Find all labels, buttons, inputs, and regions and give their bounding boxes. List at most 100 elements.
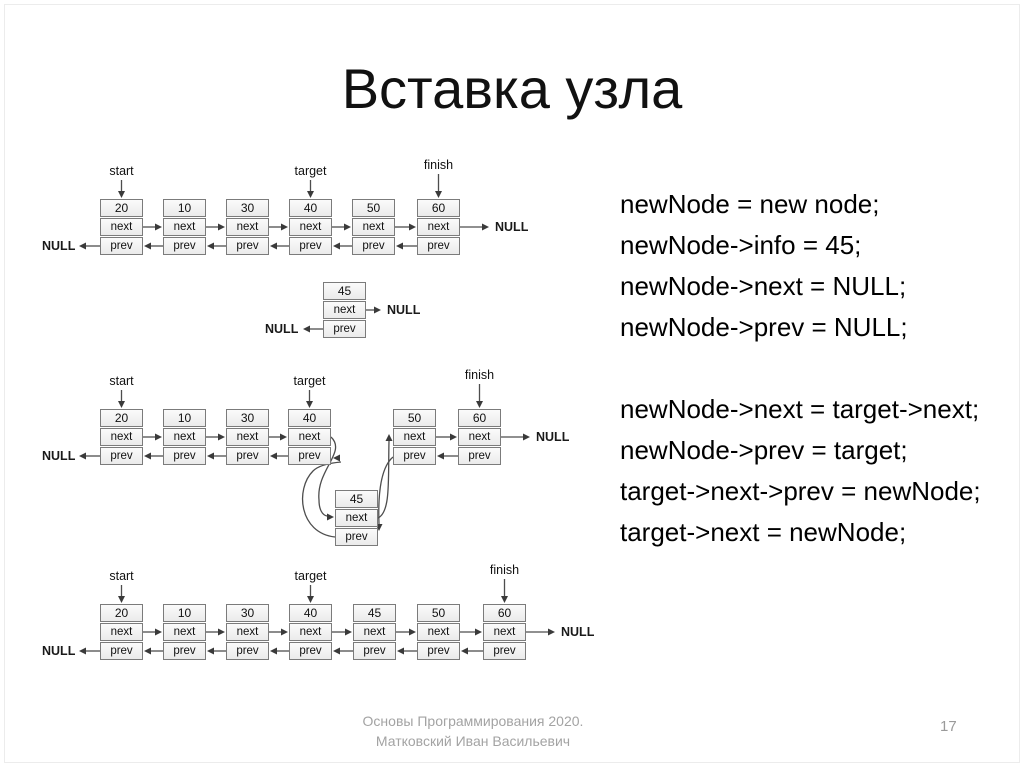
arrowhead-icon xyxy=(435,191,442,198)
node-prev-cell: prev xyxy=(163,447,206,465)
node-next-cell: next xyxy=(163,428,206,446)
node-prev-cell: prev xyxy=(163,642,206,660)
node-next-cell: next xyxy=(163,623,206,641)
arrowhead-icon xyxy=(437,452,444,460)
node-next-cell: next xyxy=(335,509,378,527)
pointer-curve xyxy=(377,440,390,519)
node-value-cell: 50 xyxy=(417,604,460,622)
node-next-cell: next xyxy=(226,623,269,641)
node-prev-cell: prev xyxy=(289,237,332,255)
node-next-cell: next xyxy=(289,218,332,236)
node-value-cell: 20 xyxy=(100,199,143,217)
footer-line-1: Основы Программирования 2020. xyxy=(362,713,584,729)
footer: Основы Программирования 2020. Матковский… xyxy=(323,711,623,751)
code-block-1: newNode = new node;newNode->info = 45;ne… xyxy=(620,184,908,348)
code-line: newNode->next = target->next; xyxy=(620,394,980,424)
code-line: newNode->next = NULL; xyxy=(620,271,907,301)
arrowhead-icon xyxy=(409,628,416,636)
node-value-cell: 50 xyxy=(393,409,436,427)
node-prev-cell: prev xyxy=(100,237,143,255)
node-prev-cell: prev xyxy=(417,642,460,660)
node-next-cell: next xyxy=(226,218,269,236)
node-value-cell: 30 xyxy=(226,604,269,622)
arrowhead-icon xyxy=(482,223,489,231)
arrowhead-icon xyxy=(270,242,277,250)
node-prev-cell: prev xyxy=(458,447,501,465)
arrowhead-icon xyxy=(280,433,287,441)
node-next-cell: next xyxy=(323,301,366,319)
arrowhead-icon xyxy=(409,223,416,231)
page-number: 17 xyxy=(940,718,957,735)
pointer-label-finish: finish xyxy=(423,158,454,172)
arrowhead-icon xyxy=(327,513,334,521)
node-prev-cell: prev xyxy=(353,642,396,660)
node-prev-cell: prev xyxy=(100,447,143,465)
arrowhead-icon xyxy=(475,628,482,636)
node-value-cell: 40 xyxy=(289,604,332,622)
pointer-label-start: start xyxy=(109,164,134,178)
node-value-cell: 20 xyxy=(100,409,143,427)
null-label: NULL xyxy=(387,303,421,317)
arrowhead-icon xyxy=(307,596,314,603)
arrowhead-icon xyxy=(396,242,403,250)
pointer-curve xyxy=(378,456,394,525)
node-next-cell: next xyxy=(458,428,501,446)
node-next-cell: next xyxy=(100,623,143,641)
node-value-cell: 30 xyxy=(226,199,269,217)
arrowhead-icon xyxy=(523,433,530,441)
pointer-label-finish: finish xyxy=(489,563,520,577)
arrowhead-icon xyxy=(155,223,162,231)
null-label: NULL xyxy=(265,322,299,336)
node-prev-cell: prev xyxy=(323,320,366,338)
node-value-cell: 40 xyxy=(288,409,331,427)
node-next-cell: next xyxy=(289,623,332,641)
arrowhead-icon xyxy=(144,452,151,460)
pointer-curve xyxy=(318,436,337,517)
arrowhead-icon xyxy=(450,433,457,441)
node-next-cell: next xyxy=(353,623,396,641)
arrowhead-icon xyxy=(397,647,404,655)
arrowhead-icon xyxy=(548,628,555,636)
arrowhead-icon xyxy=(281,628,288,636)
arrowhead-icon xyxy=(281,223,288,231)
arrowhead-icon xyxy=(79,242,86,250)
arrowhead-icon xyxy=(476,401,483,408)
node-next-cell: next xyxy=(226,428,269,446)
node-prev-cell: prev xyxy=(483,642,526,660)
code-line: newNode->prev = NULL; xyxy=(620,312,908,342)
slide-title: Вставка узла xyxy=(341,57,683,120)
node-value-cell: 50 xyxy=(352,199,395,217)
node-prev-cell: prev xyxy=(226,447,269,465)
pointer-label-start: start xyxy=(109,569,134,583)
pointer-label-target: target xyxy=(293,374,326,388)
null-label: NULL xyxy=(42,449,76,463)
node-next-cell: next xyxy=(417,623,460,641)
node-prev-cell: prev xyxy=(163,237,206,255)
arrowhead-icon xyxy=(79,452,86,460)
arrowhead-icon xyxy=(270,452,277,460)
code-line: newNode->prev = target; xyxy=(620,435,908,465)
arrowhead-icon xyxy=(307,191,314,198)
node-value-cell: 45 xyxy=(323,282,366,300)
arrowhead-icon xyxy=(155,433,162,441)
arrowhead-icon xyxy=(333,454,340,462)
arrowhead-icon xyxy=(461,647,468,655)
node-prev-cell: prev xyxy=(352,237,395,255)
node-prev-cell: prev xyxy=(226,642,269,660)
code-line: target->next->prev = newNode; xyxy=(620,476,981,506)
arrowhead-icon xyxy=(333,647,340,655)
null-label: NULL xyxy=(42,239,76,253)
arrowhead-icon xyxy=(218,433,225,441)
arrowhead-icon xyxy=(144,647,151,655)
code-line: newNode->info = 45; xyxy=(620,230,862,260)
arrowhead-icon xyxy=(218,628,225,636)
arrowhead-icon xyxy=(345,628,352,636)
node-value-cell: 45 xyxy=(353,604,396,622)
footer-line-2: Матковский Иван Васильевич xyxy=(375,733,571,749)
node-value-cell: 40 xyxy=(289,199,332,217)
node-prev-cell: prev xyxy=(226,237,269,255)
null-label: NULL xyxy=(42,644,76,658)
